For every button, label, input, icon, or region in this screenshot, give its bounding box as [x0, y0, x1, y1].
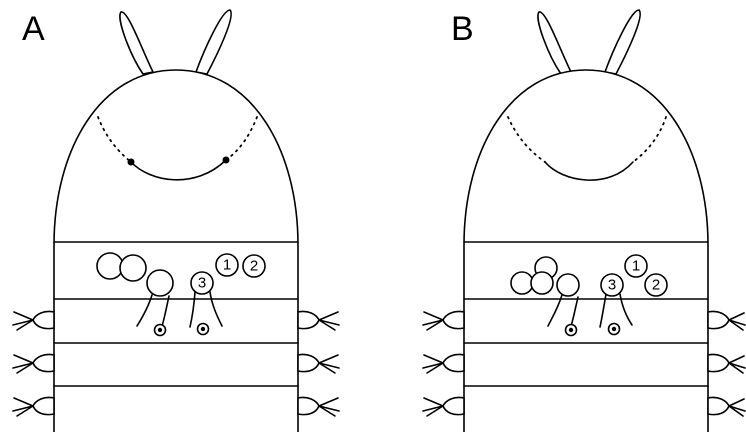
- panel-a: A: [13, 10, 339, 432]
- antenna-left: [538, 12, 571, 74]
- legs-left: [13, 311, 54, 416]
- label-1: 1: [632, 258, 640, 275]
- body-outline: [464, 70, 708, 432]
- panel-b-letter: B: [451, 10, 474, 48]
- body-outline: [54, 70, 298, 432]
- label-3: 3: [198, 275, 206, 292]
- label-3: 3: [608, 277, 616, 294]
- circle: [147, 270, 173, 296]
- suture-point-right: [223, 157, 230, 164]
- legs-right: [298, 311, 339, 416]
- panel-a-letter: A: [22, 10, 45, 48]
- circle: [511, 272, 533, 294]
- circle: [120, 255, 146, 281]
- circle: [557, 274, 579, 296]
- label-2: 2: [652, 277, 660, 294]
- label-1: 1: [223, 257, 231, 274]
- antenna-right: [196, 10, 231, 74]
- panel-b: B: [423, 10, 745, 432]
- antenna-left: [120, 12, 153, 74]
- suture-point-left: [128, 159, 135, 166]
- label-2: 2: [250, 258, 258, 275]
- legs-left: [423, 311, 464, 416]
- legs-right: [708, 311, 745, 416]
- circle: [97, 253, 123, 279]
- circle: [531, 272, 553, 294]
- antenna-right: [605, 10, 640, 74]
